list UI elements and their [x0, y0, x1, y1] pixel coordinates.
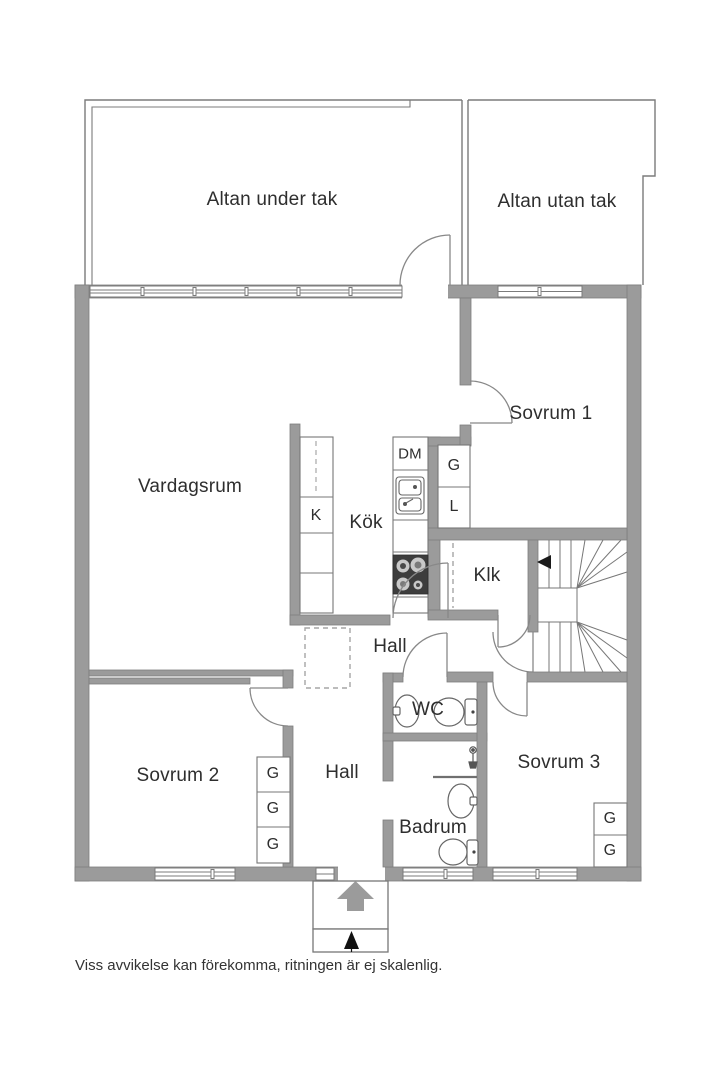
room-label-sovrum2: Sovrum 2: [136, 765, 220, 786]
stove-icon: [392, 554, 429, 595]
cabinet-label-dm: DM: [398, 445, 422, 463]
door-sovrum2: [249, 687, 289, 727]
wall-vardagsrum-sovrum2-b: [88, 677, 251, 685]
wall-kok-hall: [289, 614, 391, 626]
wall-vardagsrum-sovrum2-a: [88, 669, 294, 677]
room-label-kok: Kök: [349, 512, 383, 533]
closet-label-g4: G: [603, 810, 617, 827]
wall-stairs-bottom: [526, 671, 628, 683]
window-sovrum2: [154, 867, 236, 881]
closet-label-g2: G: [266, 800, 280, 817]
dashed-wardrobe-outline: [304, 627, 351, 689]
wall-wc-left: [382, 672, 394, 742]
window-sovrum3: [492, 867, 578, 881]
stairs-direction-arrow-icon: [537, 555, 551, 569]
window-altan-utan-tak: [497, 285, 583, 298]
room-label-klk: Klk: [473, 565, 501, 586]
closet-label-g3: G: [266, 836, 280, 853]
room-label-sovrum1: Sovrum 1: [509, 403, 593, 424]
wall-sovrum1-left-upper: [459, 297, 472, 386]
disclaimer-note: Viss avvikelse kan förekomma, ritningen …: [75, 957, 443, 974]
wall-wc-badrum: [382, 732, 488, 742]
kitchen-sink-icon: [395, 476, 425, 515]
door-kok: [392, 562, 449, 619]
door-terrace: [399, 234, 451, 286]
room-label-hall-upper: Hall: [373, 636, 407, 657]
wc-sink-icon: [392, 694, 420, 728]
wall-klk-bottom: [427, 609, 499, 621]
room-label-wc: WC: [411, 699, 445, 720]
room-label-altan-utan-tak: Altan utan tak: [497, 191, 617, 212]
door-wc: [402, 632, 448, 678]
door-sovrum3: [492, 681, 528, 717]
wall-left: [74, 284, 90, 882]
door-stair-hall: [492, 631, 534, 673]
cabinet-boxes: [256, 436, 628, 868]
windows: [89, 285, 583, 881]
window-entrance: [315, 867, 335, 881]
staircase: [538, 539, 628, 673]
door-klk: [497, 614, 531, 648]
terrace-outline: [84, 99, 656, 285]
closet-label-g1: G: [266, 765, 280, 782]
wall-openings: [338, 284, 448, 882]
wall-badrum-left-b: [382, 819, 394, 868]
wall-sovrum1-left-stub: [459, 424, 472, 446]
wc-toilet-icon: [433, 697, 478, 727]
cabinet-k-column: [299, 436, 334, 614]
wall-kitchen-living: [289, 423, 301, 626]
wall-right: [626, 284, 642, 882]
wall-badrum-sovrum3: [476, 681, 488, 868]
cabinet-label-g: G: [447, 457, 461, 474]
closet-sovrum3: [593, 802, 628, 868]
door-sovrum1: [469, 380, 513, 424]
room-label-hall-lower: Hall: [325, 762, 359, 783]
badrum-sink-icon: [447, 783, 478, 819]
room-label-sovrum3: Sovrum 3: [517, 752, 601, 773]
exterior-walls: [74, 284, 642, 882]
cabinet-label-k: K: [310, 507, 322, 524]
closet-sovrum2: [256, 756, 291, 864]
wall-sovrum1-bottom: [427, 527, 628, 541]
cabinet-label-l: L: [449, 498, 459, 515]
window-badrum: [402, 867, 474, 881]
shower-mixer-icon: [468, 746, 478, 769]
room-label-vardagsrum: Vardagsrum: [137, 476, 243, 497]
badrum-toilet-icon: [438, 838, 479, 866]
north-arrow-icon: [344, 931, 359, 952]
wall-hall-sovrum3-a: [446, 671, 494, 683]
entrance-arrow-icon: [337, 881, 374, 911]
room-label-badrum: Badrum: [399, 817, 467, 838]
room-label-altan-under-tak: Altan under tak: [206, 189, 338, 210]
closet-label-g5: G: [603, 842, 617, 859]
window-vardagsrum: [89, 285, 403, 298]
wall-badrum-left-a: [382, 740, 394, 782]
cabinet-gl-column: [437, 444, 471, 529]
interior-walls: [88, 297, 628, 868]
wall-sovrum2-hall-upper: [282, 669, 294, 689]
